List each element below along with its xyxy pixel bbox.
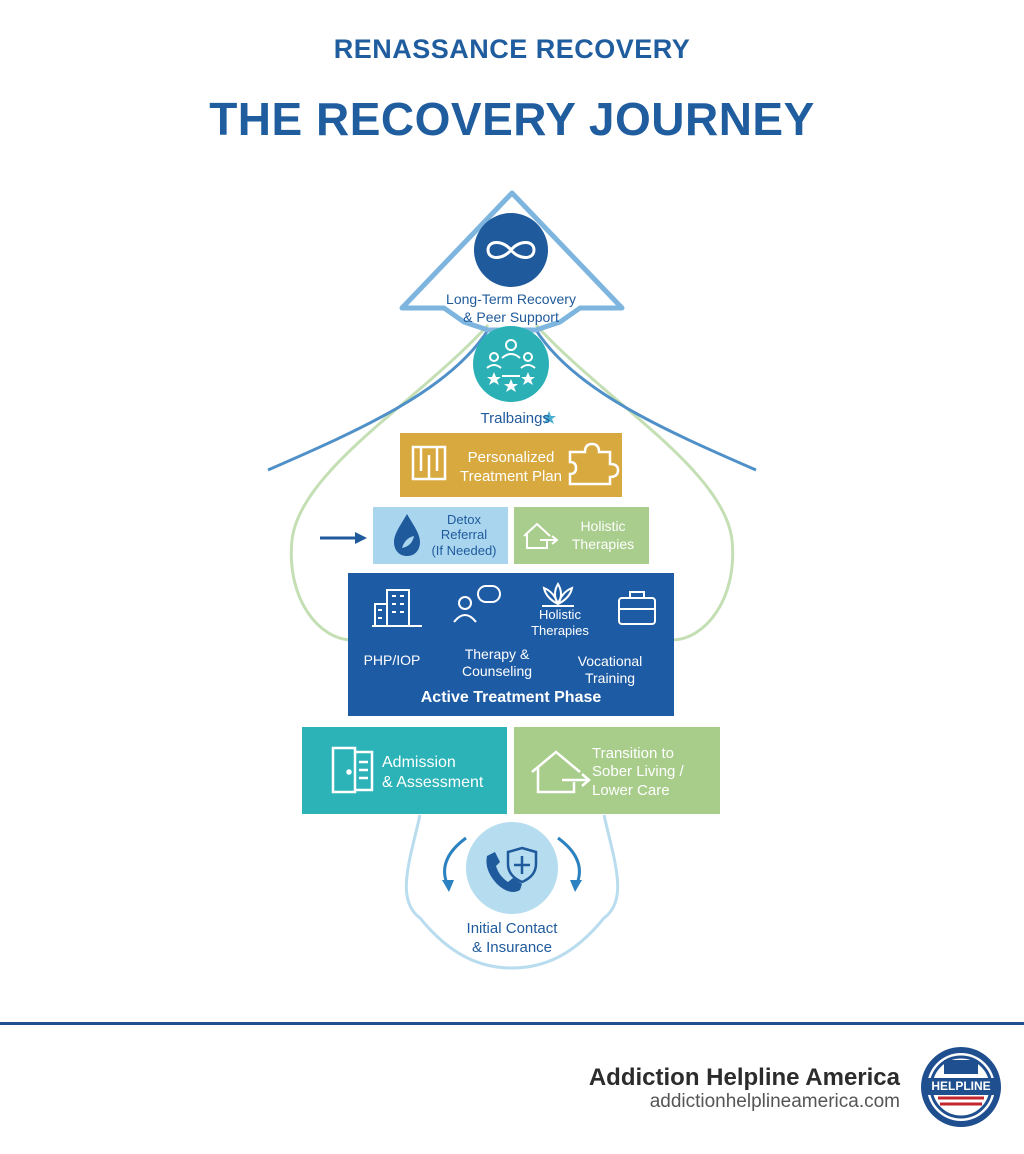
page-title: THE RECOVERY JOURNEY — [209, 93, 815, 145]
arrow-right-icon — [320, 532, 367, 544]
sweep-curve-left — [267, 329, 490, 472]
infinity-heart-icon — [486, 241, 536, 259]
trainings-star-icon — [542, 411, 556, 424]
footer-logo-text: HELPLINE — [931, 1079, 991, 1093]
personalized-label-line1: Personalized — [467, 449, 555, 466]
admission-box — [302, 727, 507, 814]
trainings-circle — [473, 326, 549, 402]
therapy-label-line1: Therapy & — [464, 646, 530, 662]
detox-label-line2: Referral — [440, 527, 488, 543]
holistic-small-label: Holistic Therapies — [560, 518, 646, 553]
holistic-small-label-line1: Holistic — [580, 518, 626, 534]
initial-label-line1: Initial Contact — [466, 920, 558, 937]
holistic-small-box — [514, 507, 649, 564]
personalized-label: Personalized Treatment Plan — [455, 449, 567, 487]
transition-label-line1: Transition to — [592, 745, 674, 762]
active-phase-title: Active Treatment Phase — [420, 689, 602, 706]
long-term-label-line1: Long-Term Recovery — [446, 291, 576, 307]
transition-label-line3: Lower Care — [592, 781, 670, 799]
phone-icon — [486, 852, 522, 892]
admission-label: Admission & Assessment — [382, 753, 502, 793]
initial-contact-label: Initial Contact & Insurance — [432, 920, 592, 958]
vocational-label-line2: Training — [584, 669, 636, 686]
initial-circle — [466, 822, 558, 914]
people-network-icon — [486, 339, 536, 377]
shield-icon — [506, 846, 538, 884]
php-iop-label: PHP/IOP — [363, 652, 421, 668]
holistic-small-label-line2: Therapies — [571, 535, 635, 552]
personalized-label-line2: Treatment Plan — [460, 467, 562, 485]
footer-brand-url: addictionhelplineamerica.com — [649, 1091, 900, 1112]
transition-box — [514, 727, 720, 814]
sweep-curve-right — [534, 329, 757, 472]
briefcase-icon — [618, 591, 656, 625]
building-icon — [372, 589, 422, 627]
transition-label: Transition to Sober Living / Lower Care — [592, 745, 712, 800]
clipboard-door-icon — [331, 746, 374, 794]
house-arrow-icon-small — [523, 522, 559, 549]
vocational-label: Vocational Training — [564, 653, 656, 687]
counseling-icon — [453, 585, 501, 623]
cycle-arrow-left — [443, 836, 467, 887]
therapy-counseling-label: Therapy & Counseling — [452, 646, 542, 680]
helpline-badge-icon — [921, 1047, 1001, 1127]
holistic-active-label: Holistic Therapies — [520, 607, 600, 638]
footer-divider — [0, 1022, 1024, 1025]
holistic-active-label-line2: Therapies — [531, 622, 589, 638]
water-drop-leaf-icon — [394, 514, 420, 556]
vase-outline-right — [534, 323, 735, 642]
transition-label-line2: Sober Living / — [592, 763, 684, 781]
vase-outline — [289, 323, 490, 642]
cycle-arrow-right — [557, 836, 581, 887]
footer-brand-name: Addiction Helpline America — [588, 1064, 900, 1091]
house-arrow-icon — [531, 750, 591, 794]
detox-label: Detox Referral (If Needed) — [420, 512, 508, 558]
admission-label-line1: Admission — [382, 754, 456, 771]
detox-label-line3: (If Needed) — [431, 542, 497, 558]
trainings-label: Tralbaings — [480, 410, 550, 427]
bottom-outline — [404, 814, 620, 970]
maze-icon — [411, 445, 447, 481]
admission-label-line2: & Assessment — [382, 774, 484, 791]
lotus-icon — [542, 582, 574, 607]
star-icon — [487, 372, 535, 392]
puzzle-icon — [568, 442, 620, 486]
brand-supertitle: RENASSANCE RECOVERY — [333, 34, 691, 64]
vocational-label-line1: Vocational — [577, 653, 643, 669]
long-term-label-line2: & Peer Support — [463, 308, 559, 325]
initial-label-line2: & Insurance — [471, 938, 553, 956]
detox-label-line1: Detox — [447, 512, 481, 527]
therapy-label-line2: Counseling — [461, 662, 533, 679]
holistic-active-label-line1: Holistic — [539, 607, 581, 622]
long-term-label: Long-Term Recovery & Peer Support — [410, 291, 612, 326]
